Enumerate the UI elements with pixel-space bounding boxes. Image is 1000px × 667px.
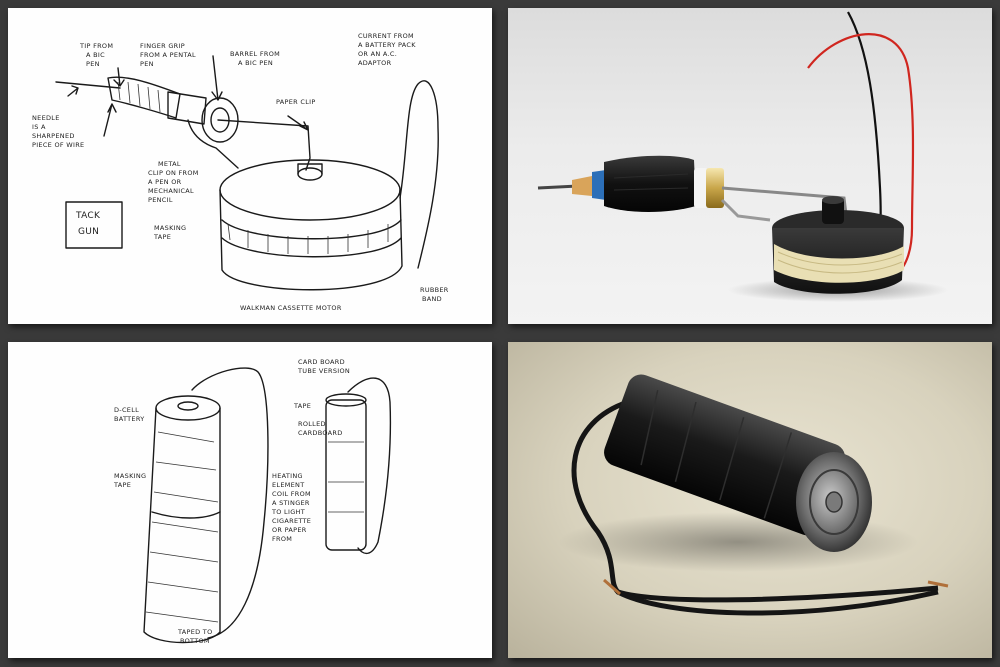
- pen-collar: [167, 91, 207, 125]
- battery-photo-panel: [508, 342, 992, 658]
- tack-gun-photo-panel: [508, 8, 992, 324]
- brass-collar: [706, 168, 724, 208]
- cardboard-tube: [325, 399, 367, 551]
- masking-tape-band: [221, 219, 402, 240]
- metal-clip-line: [187, 119, 239, 169]
- motor-spindle: [822, 198, 844, 224]
- tape-line: [151, 511, 221, 519]
- label-motor: WALKMAN CASSETTE MOTOR: [240, 304, 342, 312]
- finger-grip-outline: [107, 76, 181, 119]
- battery-wire-2: [616, 589, 939, 616]
- needle: [537, 184, 579, 190]
- motor-top: [219, 159, 401, 221]
- power-wire: [399, 80, 439, 269]
- motor-body: [219, 189, 403, 291]
- label-tape: TAPE: [293, 402, 311, 410]
- battery-wire-1: [571, 399, 939, 603]
- cardboard-wire: [347, 377, 392, 555]
- paper-clip-rod: [721, 186, 848, 215]
- red-wire: [807, 33, 915, 277]
- battery-terminal: [825, 491, 843, 513]
- title-box: [65, 201, 123, 249]
- barrel-ring: [201, 97, 239, 143]
- rubber-band: [774, 244, 904, 283]
- label-paper-clip: PAPER CLIP: [276, 98, 316, 106]
- needle-line: [55, 81, 121, 89]
- battery-body: [604, 374, 846, 536]
- battery-photo: [558, 374, 949, 616]
- tack-gun-photo: [537, 11, 948, 302]
- pen-tip: [572, 176, 592, 196]
- motor-spindle: [297, 167, 323, 181]
- battery-top: [155, 395, 221, 421]
- heating-wire: [191, 367, 269, 639]
- battery-body: [143, 407, 221, 644]
- finger-grip: [604, 155, 696, 212]
